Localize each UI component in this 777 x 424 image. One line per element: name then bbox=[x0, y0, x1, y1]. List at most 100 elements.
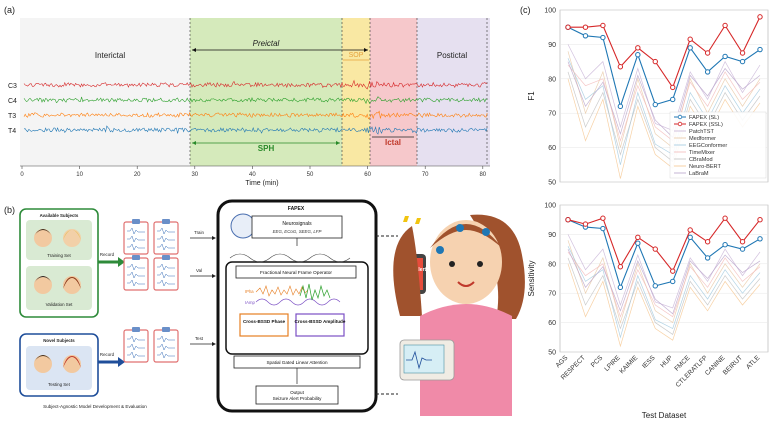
legend-label: FAPEX (SSL) bbox=[689, 122, 723, 128]
ictal-label: Ictal bbox=[385, 138, 401, 147]
novel-subjects-label: Novel Subjects bbox=[43, 338, 75, 343]
clipboard-signal bbox=[157, 335, 175, 359]
channel-label: C4 bbox=[8, 98, 17, 105]
series-line bbox=[568, 16, 761, 89]
xtick-label: ATLE bbox=[745, 354, 762, 371]
clipboard-signal bbox=[127, 263, 145, 287]
clipboards bbox=[123, 219, 179, 363]
data-point bbox=[687, 234, 693, 241]
green-wave bbox=[299, 283, 331, 301]
clipboard-signal bbox=[157, 263, 175, 287]
data-point bbox=[582, 221, 589, 227]
sop-label: SOP bbox=[349, 52, 364, 59]
pipeline-panel: Available Subjects Training Set Validati… bbox=[19, 199, 525, 416]
sop-region bbox=[342, 18, 370, 166]
data-point bbox=[757, 46, 763, 53]
clipboard-clip bbox=[132, 219, 140, 224]
series-line bbox=[567, 78, 761, 179]
monitor-wave bbox=[406, 350, 432, 370]
train-label: Train bbox=[194, 230, 204, 235]
legend-marker bbox=[677, 121, 683, 127]
ytick-label: 100 bbox=[544, 8, 556, 15]
amp-box-label: Cross-BSSD Amplitude bbox=[295, 319, 346, 324]
series-line bbox=[567, 248, 761, 315]
ictal-region bbox=[370, 18, 417, 166]
attention-label: Spatial Gated Linear Attention bbox=[266, 360, 327, 365]
series-line bbox=[567, 251, 761, 318]
legend-label: EEGConformer bbox=[689, 143, 727, 149]
series-line bbox=[567, 263, 761, 348]
subject-avatar bbox=[34, 276, 52, 294]
data-point bbox=[757, 217, 763, 223]
eeg-xlabel: Time (min) bbox=[245, 180, 278, 187]
clipboard-clip bbox=[162, 255, 170, 260]
data-point bbox=[617, 284, 624, 291]
ipha-label: IPha bbox=[245, 289, 254, 294]
subject-hair bbox=[34, 229, 52, 236]
data-point bbox=[635, 240, 641, 246]
xtick-label: IESS bbox=[641, 354, 657, 370]
amp-wave bbox=[255, 298, 341, 306]
record-label-1: Record bbox=[100, 252, 115, 257]
validation-set-label: Validation Set bbox=[46, 302, 74, 307]
xlabel: Test Dataset bbox=[642, 411, 687, 420]
panel-label-c: (c) bbox=[520, 5, 531, 15]
data-point bbox=[722, 215, 728, 221]
neurosignals-box bbox=[251, 215, 343, 239]
lightning-icon bbox=[415, 212, 421, 230]
ytick-label: 90 bbox=[548, 232, 556, 239]
clipboard-clip bbox=[132, 255, 140, 260]
ytick-label: 60 bbox=[548, 320, 556, 327]
eeg-xtick-label: 10 bbox=[76, 172, 83, 178]
subject-avatar bbox=[63, 276, 81, 294]
xtick-label: KAIMIE bbox=[618, 354, 639, 375]
val-label: Val bbox=[196, 268, 202, 273]
data-point bbox=[670, 84, 676, 91]
data-point bbox=[670, 268, 676, 274]
xtick-label: PCS bbox=[590, 354, 605, 369]
clipboard-clip bbox=[162, 327, 170, 332]
eeg-xtick-label: 30 bbox=[191, 172, 198, 178]
data-point bbox=[704, 50, 711, 56]
phase-box-label: Cross-BSSD Phase bbox=[243, 319, 286, 324]
series-line bbox=[567, 61, 761, 138]
neurosignals-label: Neurosignals bbox=[282, 221, 312, 227]
eeg-trace-t4 bbox=[23, 125, 488, 135]
interictal-label: Interictal bbox=[95, 51, 125, 60]
series-line bbox=[567, 64, 761, 142]
xtick-label: BEIRUT bbox=[722, 354, 744, 376]
data-point bbox=[565, 217, 571, 223]
subject-avatar bbox=[63, 229, 81, 247]
eeg-xtick-label: 0 bbox=[20, 172, 24, 178]
panel-label-b: (b) bbox=[4, 205, 15, 215]
ytick-label: 70 bbox=[548, 111, 556, 118]
available-subjects-label: Available Subjects bbox=[40, 213, 79, 218]
postictal-region bbox=[417, 18, 490, 166]
legend-label: LaBraM bbox=[689, 171, 709, 177]
signal-wave bbox=[229, 253, 351, 263]
data-point bbox=[565, 24, 571, 30]
legend-label: Neuro-BERT bbox=[689, 164, 721, 170]
channel-label: C3 bbox=[8, 83, 17, 90]
data-point bbox=[582, 24, 589, 30]
data-point bbox=[600, 215, 606, 221]
series-line bbox=[567, 26, 761, 109]
preictal-region bbox=[190, 18, 342, 166]
eeg-panel: Interictal Preictal SOP Postictal SPH Ic… bbox=[8, 18, 490, 187]
legend-label: PatchTST bbox=[689, 129, 714, 135]
legend-label: FAPEX (SL) bbox=[689, 115, 719, 121]
val-arrowhead bbox=[212, 274, 216, 278]
subject-avatar bbox=[63, 355, 81, 373]
panel-label-a: (a) bbox=[4, 5, 15, 15]
clipboard-signal bbox=[127, 335, 145, 359]
data-point bbox=[687, 45, 693, 51]
preictal-label: Preictal bbox=[253, 39, 280, 48]
ylabel: F1 bbox=[527, 91, 536, 101]
operator-box bbox=[235, 265, 357, 279]
ytick-label: 60 bbox=[548, 145, 556, 152]
operator-label: Fractional Neural Frame Operator bbox=[260, 270, 332, 276]
train-arrowhead bbox=[212, 236, 216, 240]
clipboard-clip bbox=[162, 219, 170, 224]
data-point bbox=[652, 246, 658, 252]
